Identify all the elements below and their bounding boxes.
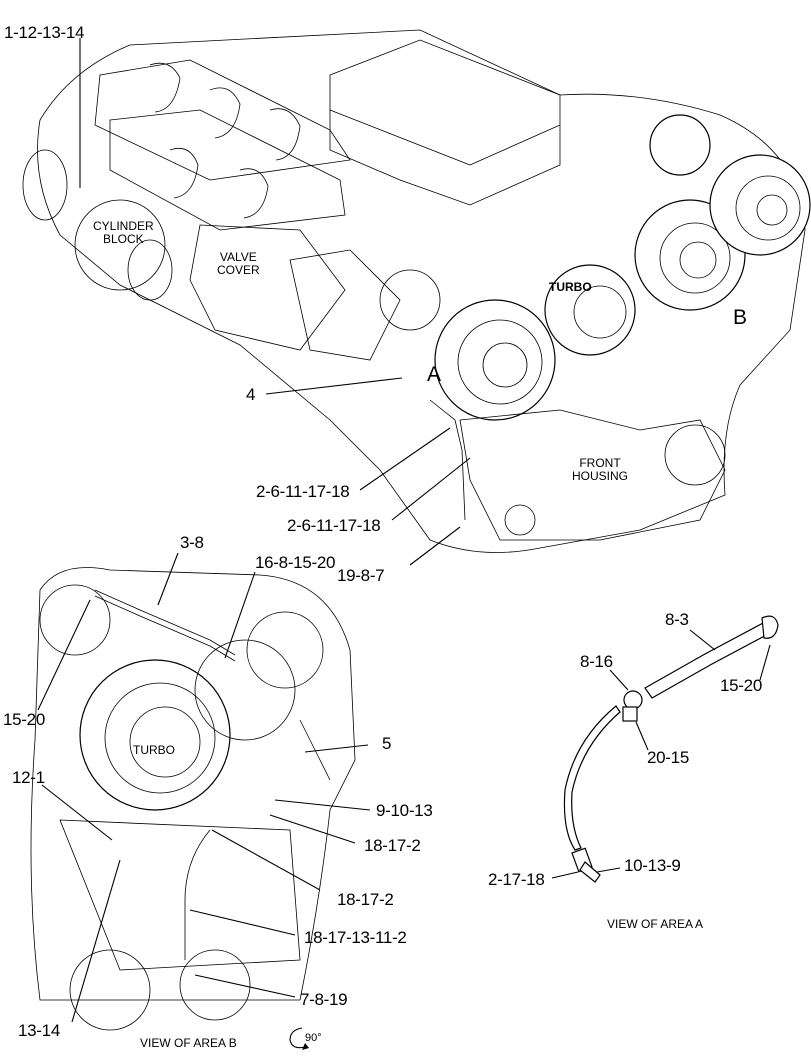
- cylinder-block-bores: [22, 149, 173, 301]
- callout-7-8-19: 7-8-19: [300, 990, 348, 1009]
- view-b-caption: VIEW OF AREA B: [140, 1036, 237, 1050]
- callout-15-20-view-a: 15-20: [720, 676, 762, 695]
- oil-line-area-a: [429, 399, 466, 521]
- callout-18-17-2-lower: 18-17-2: [337, 890, 394, 909]
- intake-tubes: [94, 59, 351, 231]
- callout-2-17-18: 2-17-18: [488, 870, 545, 889]
- callout-2-6-11-17-18-lower: 2-6-11-17-18: [287, 516, 381, 535]
- cylinder-block-label: CYLINDER BLOCK: [93, 219, 154, 246]
- callout-4: 4: [246, 385, 256, 404]
- turbo-label-main: TURBO: [549, 280, 592, 294]
- callout-8-3: 8-3: [665, 610, 689, 629]
- callout-15-20-view-b: 15-20: [3, 710, 45, 729]
- rotation-arrow-icon: [289, 1027, 306, 1049]
- callout-18-17-2-upper: 18-17-2: [364, 836, 421, 855]
- engine-illustration: [22, 29, 811, 553]
- callout-16-8-15-20: 16-8-15-20: [255, 553, 336, 572]
- front-housing-label: FRONT HOUSING: [572, 456, 629, 483]
- callout-3-8: 3-8: [180, 533, 204, 552]
- callout-2-6-11-17-18-upper: 2-6-11-17-18: [256, 482, 350, 501]
- turbochargers: [379, 114, 811, 421]
- main-view-leaders: [79, 38, 471, 566]
- callout-18-17-13-11-2: 18-17-13-11-2: [304, 928, 407, 947]
- valve-cover-label: VALVE COVER: [217, 250, 260, 277]
- callout-9-10-13: 9-10-13: [376, 801, 433, 820]
- area-b-marker: B: [733, 306, 748, 329]
- valve-covers: [189, 224, 401, 361]
- callout-1-12-13-14: 1-12-13-14: [4, 23, 85, 42]
- callout-20-15: 20-15: [647, 748, 689, 767]
- view-a-caption: VIEW OF AREA A: [607, 917, 704, 931]
- view-a-leaders: [551, 629, 771, 879]
- area-a-marker: A: [427, 363, 442, 386]
- view-b-leaders: [37, 552, 371, 1023]
- rotation-label: 90°: [305, 1032, 322, 1044]
- callout-10-13-9: 10-13-9: [624, 856, 681, 875]
- top-plate: [329, 39, 561, 206]
- callout-8-16: 8-16: [580, 652, 613, 671]
- view-b-illustration: [30, 567, 356, 1031]
- callout-19-8-7: 19-8-7: [337, 566, 385, 585]
- front-housing-body: [459, 409, 726, 541]
- rotation-arrowhead-icon: [302, 1043, 309, 1050]
- callout-5: 5: [382, 734, 392, 753]
- view-a-illustration: [563, 615, 779, 883]
- callout-12-1: 12-1: [12, 768, 45, 787]
- callout-13-14: 13-14: [18, 1021, 60, 1040]
- turbo-label-view-b: TURBO: [133, 743, 175, 757]
